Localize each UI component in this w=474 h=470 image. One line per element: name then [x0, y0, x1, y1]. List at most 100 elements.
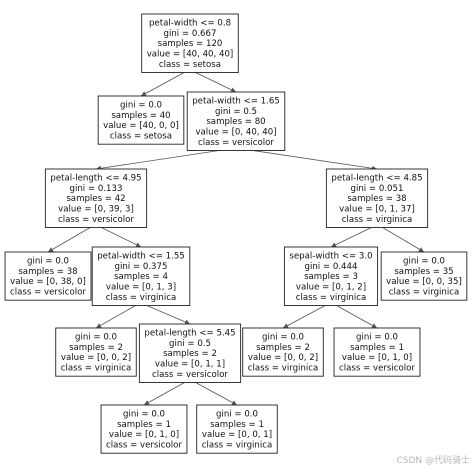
- node-box: [55, 327, 137, 377]
- tree-edge: [282, 305, 326, 329]
- tree-edge: [252, 150, 378, 170]
- node-line: value = [0, 38, 0]: [10, 277, 86, 287]
- tree-edge: [382, 227, 425, 253]
- node-line: class = versicolor: [198, 138, 274, 148]
- node-box: [380, 251, 468, 301]
- node-line: value = [0, 0, 2]: [248, 353, 318, 363]
- node-line: gini = 0.375: [115, 262, 168, 272]
- node-line: value = [0, 1, 3]: [106, 283, 176, 293]
- node-line: gini = 0.0: [120, 101, 162, 111]
- node-line: class = virginica: [202, 441, 273, 451]
- node-line: class = virginica: [248, 364, 319, 374]
- tree-edge: [47, 227, 91, 253]
- node-line: petal-width <= 0.8: [149, 19, 231, 29]
- tree-edge: [140, 72, 185, 97]
- node-line: petal-width <= 1.55: [97, 252, 185, 262]
- node-line: value = [0, 1, 2]: [296, 283, 366, 293]
- node-line: class = virginica: [296, 293, 367, 303]
- node-box: [325, 168, 429, 228]
- node-line: samples = 2: [163, 349, 217, 359]
- edge-arrowhead: [331, 242, 337, 248]
- tree-edge: [146, 305, 191, 325]
- node-line: class = virginica: [389, 288, 460, 298]
- edge-arrowhead: [371, 323, 377, 328]
- node-line: samples = 3: [304, 272, 358, 282]
- node-box: [283, 246, 379, 306]
- node-line: samples = 4: [114, 272, 168, 282]
- watermark-text: CSDN @代码骑士: [396, 456, 470, 466]
- node-line: samples = 1: [350, 343, 404, 353]
- node-box: [138, 323, 242, 383]
- node-line: gini = 0.0: [27, 257, 69, 267]
- node-line: samples = 35: [394, 267, 453, 277]
- node-line: value = [0, 1, 0]: [109, 430, 179, 440]
- node-line: samples = 1: [210, 420, 264, 430]
- edge-arrowhead: [184, 319, 190, 325]
- edge-arrowhead: [230, 87, 236, 93]
- node-line: class = setosa: [110, 132, 172, 142]
- node-line: class = virginica: [342, 215, 413, 225]
- node-line: gini = 0.0: [403, 257, 445, 267]
- node-line: samples = 2: [256, 343, 310, 353]
- tree-edges: [47, 72, 425, 406]
- node-line: class = setosa: [159, 60, 221, 70]
- node-line: petal-length <= 5.45: [144, 329, 235, 339]
- node-line: samples = 38: [347, 194, 406, 204]
- tree-edge: [195, 382, 238, 406]
- node-box: [186, 91, 286, 151]
- node-line: samples = 1: [117, 420, 171, 430]
- node-box: [4, 251, 92, 301]
- edge-arrowhead: [141, 91, 147, 96]
- node-line: value = [0, 0, 2]: [61, 353, 131, 363]
- node-line: gini = 0.5: [215, 107, 257, 117]
- node-line: class = versicolor: [10, 288, 86, 298]
- node-line: class = versicolor: [339, 364, 415, 374]
- node-line: value = [0, 39, 3]: [58, 205, 134, 215]
- node-box: [141, 13, 239, 73]
- node-line: value = [0, 0, 1]: [202, 430, 272, 440]
- tree-edge: [95, 150, 220, 170]
- node-line: gini = 0.133: [70, 184, 123, 194]
- node-line: gini = 0.0: [356, 333, 398, 343]
- node-box: [242, 327, 324, 377]
- node-line: samples = 42: [66, 194, 125, 204]
- node-line: value = [0, 40, 40]: [195, 128, 276, 138]
- node-line: value = [0, 1, 0]: [342, 353, 412, 363]
- node-line: class = versicolor: [152, 370, 228, 380]
- node-line: samples = 40: [111, 111, 170, 121]
- node-box: [44, 168, 148, 228]
- edge-arrowhead: [283, 323, 289, 328]
- node-line: gini = 0.051: [351, 184, 404, 194]
- edge-arrowhead: [48, 247, 54, 252]
- node-line: value = [0, 1, 37]: [339, 205, 415, 215]
- tree-edge: [143, 382, 185, 406]
- node-line: gini = 0.444: [305, 262, 358, 272]
- node-box: [97, 95, 185, 145]
- node-line: petal-length <= 4.95: [50, 174, 141, 184]
- node-line: class = versicolor: [106, 441, 182, 451]
- node-box: [196, 404, 278, 454]
- node-line: samples = 2: [69, 343, 123, 353]
- node-box: [91, 246, 191, 306]
- node-line: value = [40, 0, 0]: [103, 121, 179, 131]
- node-line: gini = 0.0: [123, 410, 165, 420]
- node-line: gini = 0.0: [262, 333, 304, 343]
- tree-edge: [101, 227, 142, 248]
- edge-arrowhead: [96, 323, 102, 328]
- node-line: sepal-width <= 3.0: [289, 252, 372, 262]
- node-line: petal-length <= 4.85: [331, 174, 422, 184]
- node-line: gini = 0.5: [169, 339, 211, 349]
- node-line: petal-width <= 1.65: [192, 97, 280, 107]
